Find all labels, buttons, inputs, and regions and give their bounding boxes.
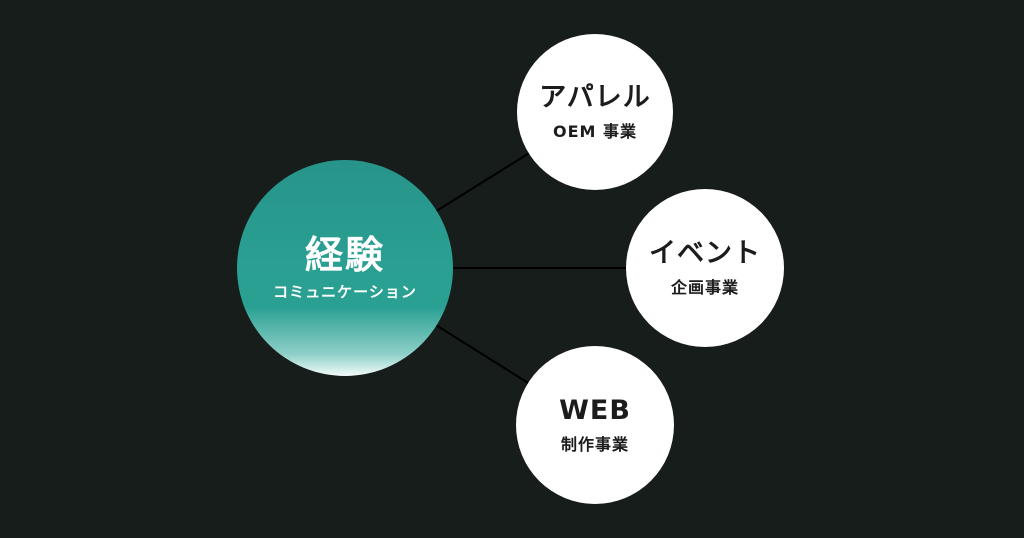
node-web-production: WEB 制作事業 [516,346,674,504]
center-node-experience: 経験 コミュニケーション [237,160,453,376]
node-apparel-title: アパレル [539,82,651,114]
center-node-title: 経験 [304,232,385,277]
node-apparel-oem: アパレル OEM 事業 [517,34,673,190]
node-event-title: イベント [649,238,761,270]
node-apparel-subtitle: OEM 事業 [552,121,638,141]
node-web-title: WEB [559,395,631,427]
node-event-planning: イベント 企画事業 [626,189,784,347]
node-event-subtitle: 企画事業 [670,277,739,297]
center-node-subtitle: コミュニケーション [273,283,417,302]
node-web-subtitle: 制作事業 [560,434,629,454]
